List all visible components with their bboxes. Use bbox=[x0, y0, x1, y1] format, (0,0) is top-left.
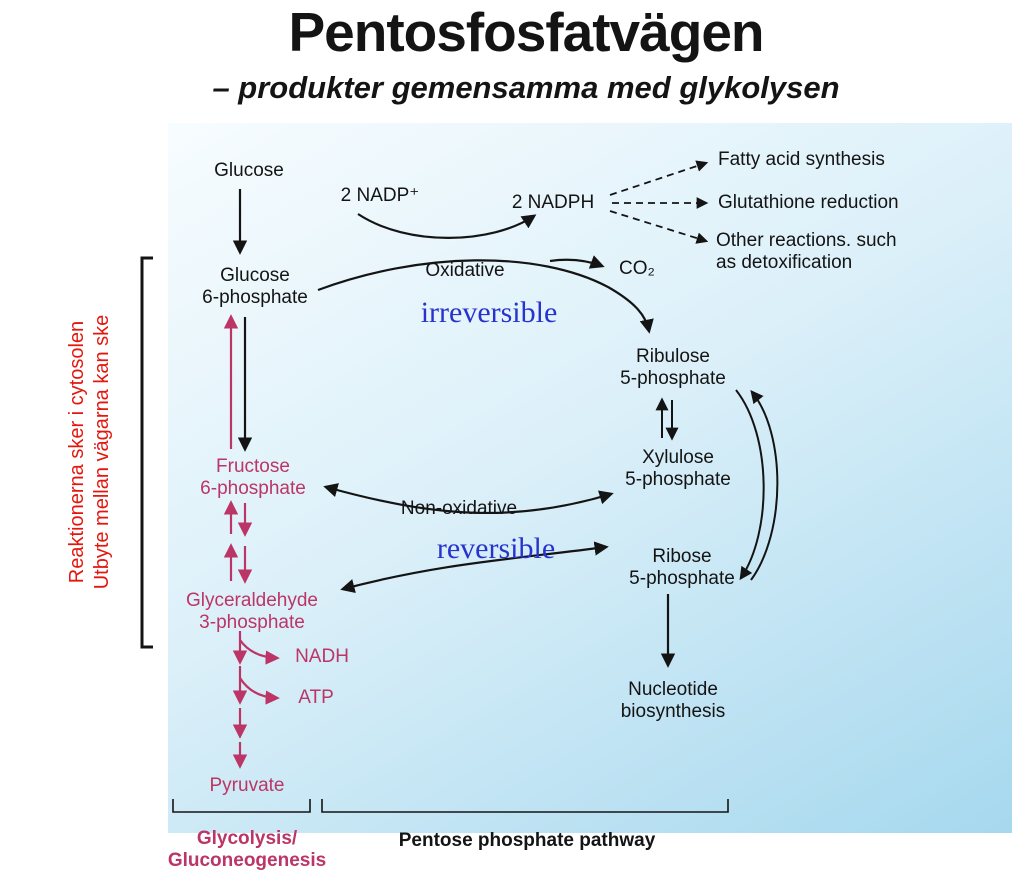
page-subtitle: – produkter gemensamma med glykolysen bbox=[212, 70, 840, 105]
node-glyceraldehyde-3-phosphate-line2: 3-phosphate bbox=[199, 612, 305, 633]
arrow-branch-atp bbox=[239, 677, 280, 705]
node-xylulose-5-phosphate: Xylulose 5-phosphate bbox=[625, 447, 731, 491]
arrow-oxidative-main bbox=[317, 259, 654, 334]
node-fructose-6-phosphate-line2: 6-phosphate bbox=[200, 478, 306, 499]
label-other-reactions-line2: as detoxification bbox=[716, 252, 853, 273]
label-irreversible: irreversible bbox=[420, 296, 558, 329]
label-nucleotide-biosynthesis: Nucleotide biosynthesis bbox=[621, 679, 726, 723]
footer-pentose-phosphate-pathway: Pentose phosphate pathway bbox=[398, 830, 656, 851]
arrow-to-co2 bbox=[549, 255, 605, 269]
node-nadp: 2 NADP⁺ bbox=[340, 185, 420, 206]
node-glucose: Glucose bbox=[214, 160, 284, 181]
node-ribulose-5-phosphate-line2: 5-phosphate bbox=[620, 368, 726, 389]
node-atp: ATP bbox=[298, 687, 334, 708]
page-title: Pentosfosfatvägen bbox=[288, 1, 764, 63]
bracket-cytosol bbox=[140, 256, 153, 649]
node-ribulose-5-phosphate-line1: Ribulose bbox=[636, 346, 710, 367]
node-fructose-6-phosphate-line1: Fructose bbox=[216, 456, 290, 477]
label-glutathione-reduction: Glutathione reduction bbox=[718, 192, 899, 213]
node-pyruvate: Pyruvate bbox=[209, 775, 285, 796]
label-nucleotide-biosynthesis-line2: biosynthesis bbox=[620, 701, 726, 722]
arc-ribose-to-ribulose bbox=[750, 389, 779, 581]
footer-glycolysis-line2: Gluconeogenesis bbox=[167, 850, 327, 871]
node-nadh: NADH bbox=[295, 646, 349, 667]
arrow-branch-nadh bbox=[239, 639, 280, 665]
arc-ribulose-to-ribose bbox=[735, 389, 765, 581]
node-ribose-5-phosphate-line1: Ribose bbox=[652, 546, 712, 567]
node-fructose-6-phosphate: Fructose 6-phosphate bbox=[200, 456, 306, 500]
node-co2: CO₂ bbox=[619, 258, 655, 279]
node-glyceraldehyde-3-phosphate: Glyceraldehyde 3-phosphate bbox=[186, 590, 318, 634]
node-glyceraldehyde-3-phosphate-line1: Glyceraldehyde bbox=[185, 590, 319, 611]
node-ribose-5-phosphate-line2: 5-phosphate bbox=[629, 568, 735, 589]
node-ribose-5-phosphate: Ribose 5-phosphate bbox=[629, 546, 735, 590]
label-non-oxidative: Non-oxidative bbox=[400, 498, 518, 519]
node-glucose-6-phosphate-line2: 6-phosphate bbox=[202, 287, 308, 308]
diagram-background bbox=[168, 123, 1012, 833]
arrow-glyceraldehyde-ribose-exchange bbox=[340, 541, 609, 594]
label-fatty-acid-synthesis: Fatty acid synthesis bbox=[718, 149, 885, 170]
label-reversible: reversible bbox=[436, 532, 556, 565]
node-xylulose-5-phosphate-line2: 5-phosphate bbox=[625, 469, 731, 490]
footer-glycolysis-line1: Glycolysis/ bbox=[196, 828, 298, 849]
label-other-reactions-line1: Other reactions. such bbox=[716, 230, 897, 251]
node-glucose-6-phosphate-line1: Glucose bbox=[220, 265, 290, 286]
node-glucose-6-phosphate: Glucose 6-phosphate bbox=[202, 265, 308, 309]
label-other-reactions: Other reactions. such as detoxification bbox=[716, 230, 897, 274]
arrow-xylulose-fructose-exchange bbox=[323, 483, 614, 515]
bracket-ppp bbox=[321, 799, 729, 813]
dashed-arrow-fatty-acid bbox=[609, 160, 709, 196]
node-xylulose-5-phosphate-line1: Xylulose bbox=[642, 447, 714, 468]
arrow-nadp-to-nadph bbox=[357, 213, 537, 239]
bracket-glycolysis bbox=[172, 799, 311, 813]
footer-glycolysis-gluconeogenesis: Glycolysis/ Gluconeogenesis bbox=[168, 828, 326, 872]
node-nadph: 2 NADPH bbox=[511, 192, 595, 213]
label-nucleotide-biosynthesis-line1: Nucleotide bbox=[628, 679, 718, 700]
node-ribulose-5-phosphate: Ribulose 5-phosphate bbox=[620, 346, 726, 390]
dashed-arrow-other-reactions bbox=[609, 210, 709, 244]
label-oxidative: Oxidative bbox=[425, 260, 505, 281]
